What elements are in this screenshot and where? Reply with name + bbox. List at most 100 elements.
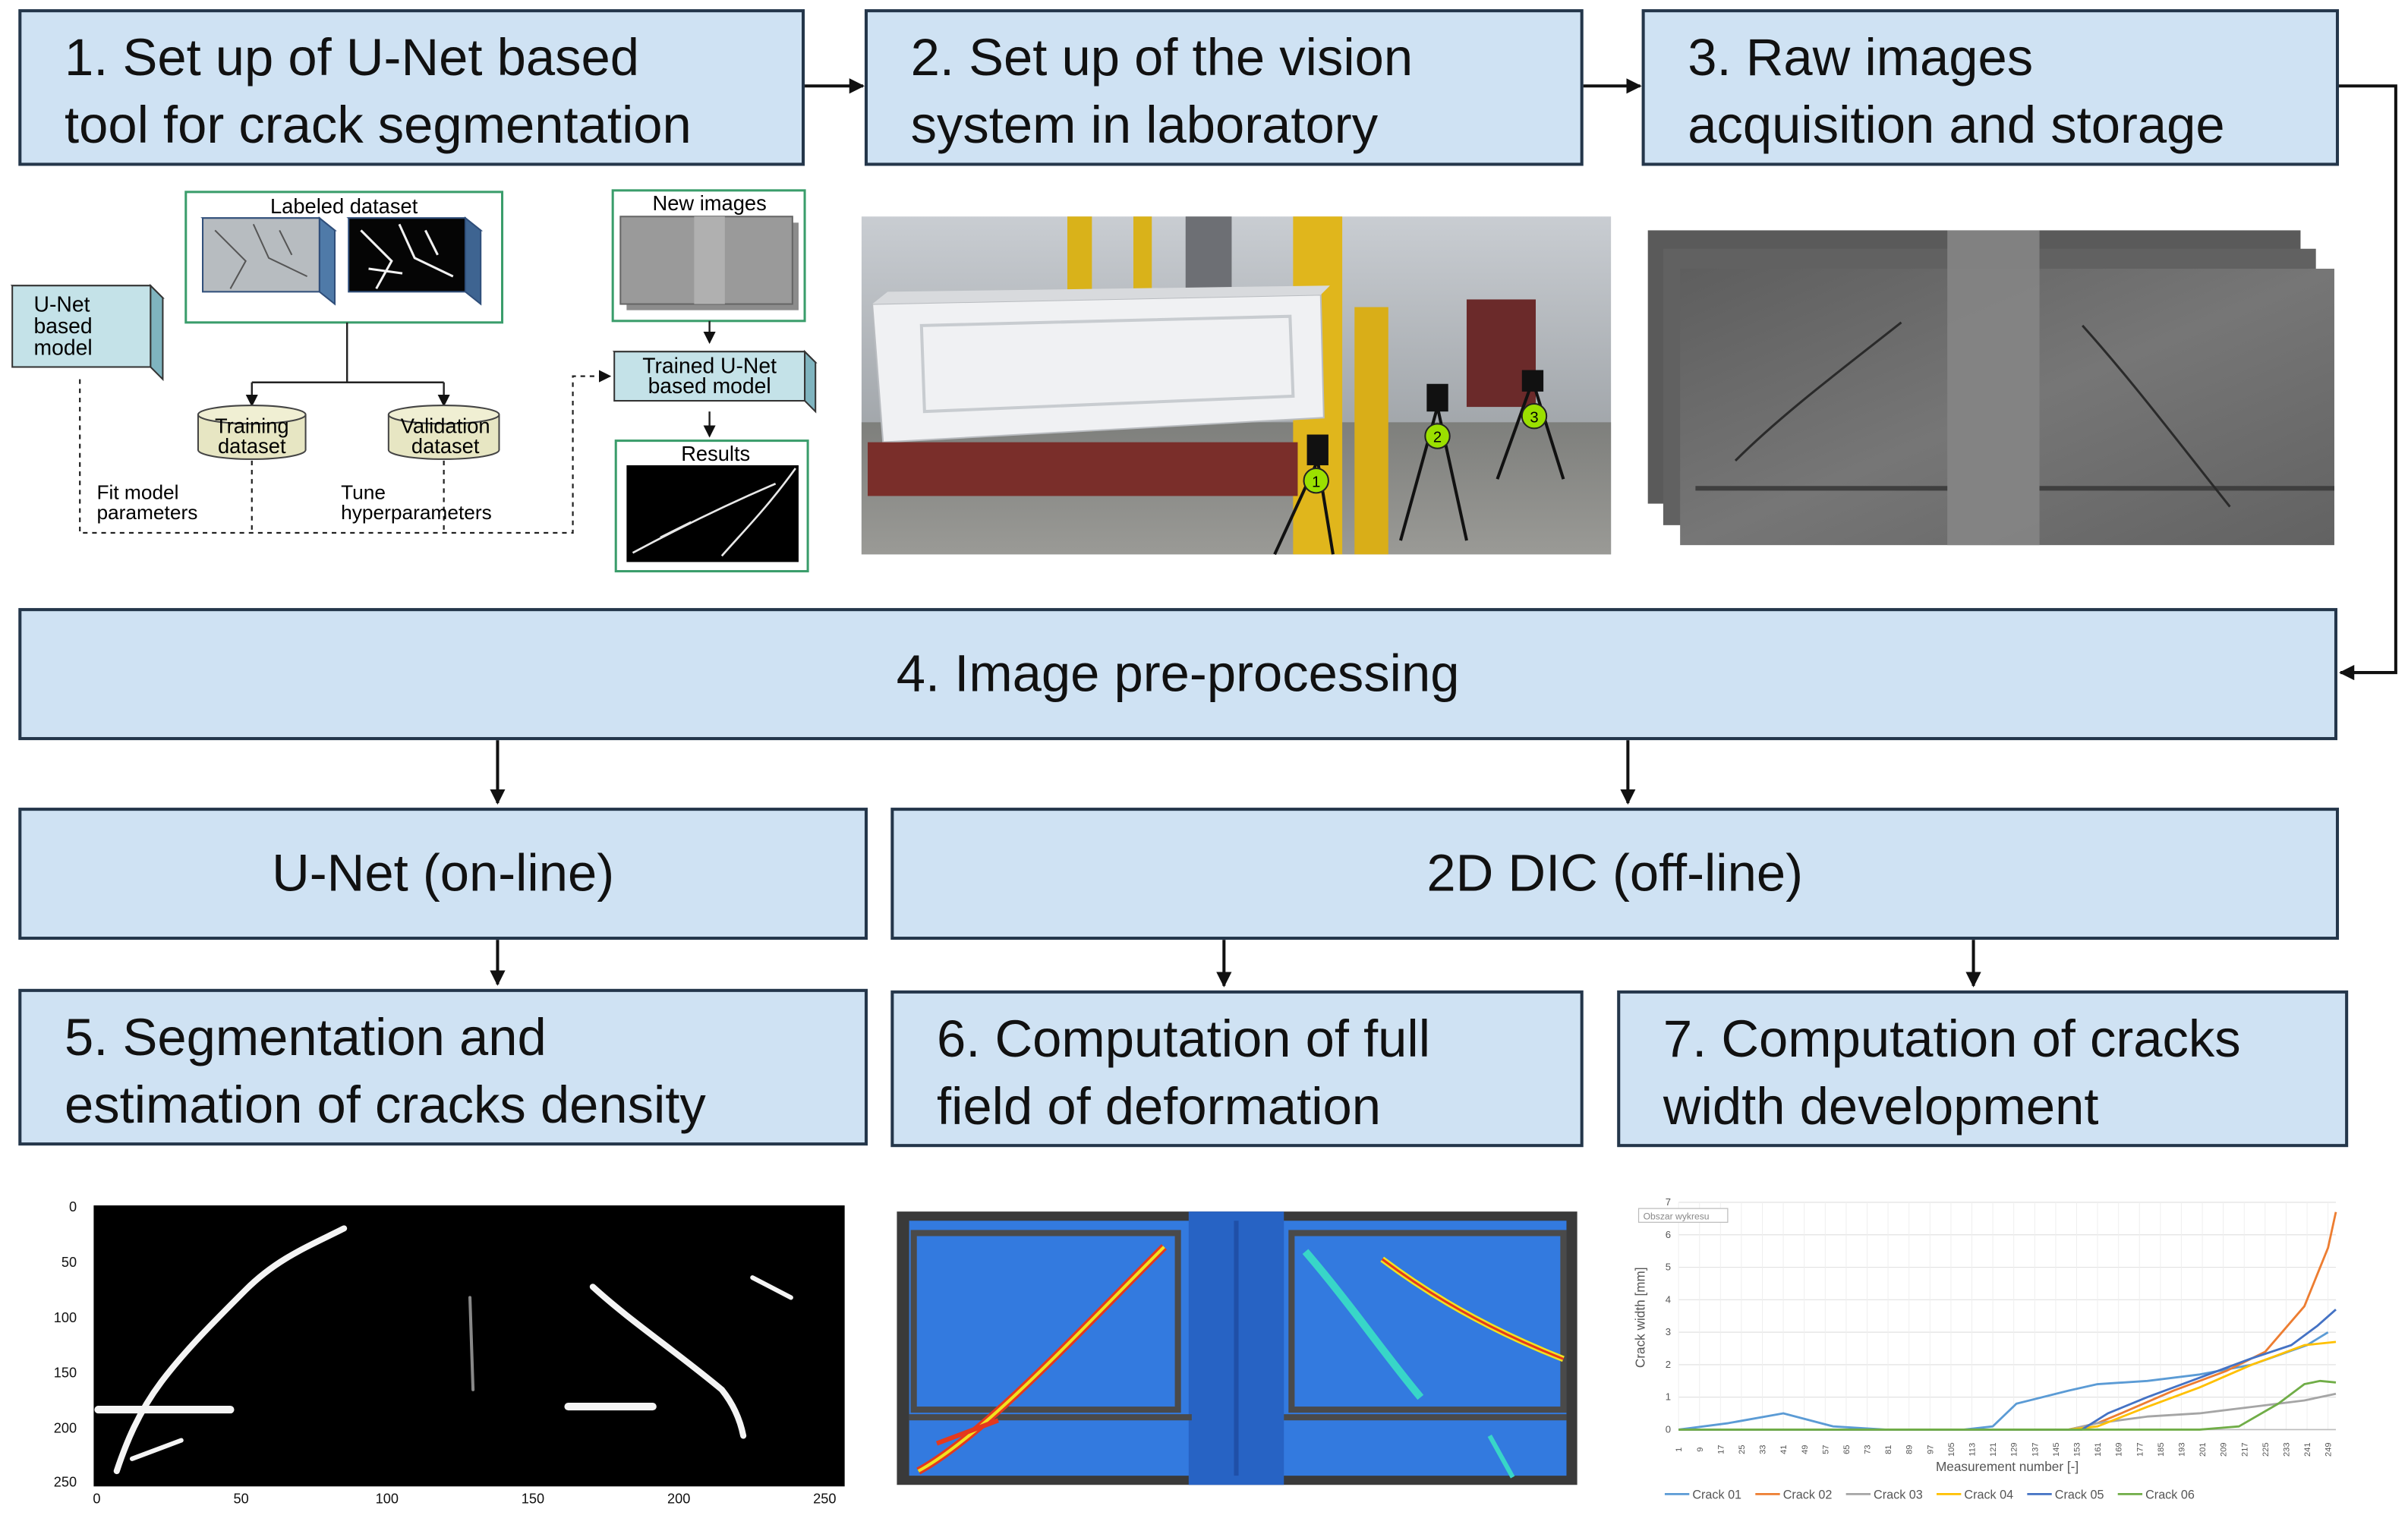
training-label-1: Training	[215, 414, 289, 437]
legend-label-2: Crack 02	[1783, 1488, 1833, 1501]
chart-series-lines	[1678, 1211, 2337, 1431]
legend-label-3: Crack 03	[1874, 1488, 1923, 1501]
chart-x-tick: 113	[1968, 1443, 1978, 1457]
step-4-title: 4. Image pre-processing	[896, 644, 1460, 704]
legend-label-1: Crack 01	[1692, 1488, 1741, 1501]
tune-label-2: hyperparameters	[341, 501, 492, 524]
chart-y-tick: 4	[1666, 1293, 1671, 1305]
chart-y-ticks: 0 1 2 3 4 5 6 7	[1666, 1196, 1671, 1435]
chart-y-tick: 1	[1666, 1391, 1671, 1403]
unet-tool-diagram: U-Net based model Labeled dataset	[10, 189, 818, 573]
camera-marker-3: 3	[1521, 403, 1548, 430]
chart-area-tag-label: Obszar wykresu	[1644, 1211, 1710, 1221]
labeled-dataset-label: Labeled dataset	[270, 194, 418, 218]
fit-label-1: Fit model	[96, 480, 178, 503]
step-1-box: 1. Set up of U-Net based tool for crack …	[18, 9, 805, 166]
chart-y-tick: 7	[1666, 1196, 1671, 1208]
chart-x-tick: 225	[2261, 1442, 2271, 1457]
camera-marker-1: 1	[1303, 468, 1329, 494]
lab-setup-photo: 1 2 3	[861, 216, 1612, 556]
trained-label-2: based model	[648, 374, 771, 399]
camera-number-2: 2	[1433, 430, 1442, 446]
chart-x-tick: 217	[2240, 1442, 2249, 1457]
chart-x-tick: 137	[2031, 1442, 2040, 1457]
chart-y-tick: 5	[1666, 1262, 1671, 1273]
chart-series-6	[1678, 1379, 2337, 1431]
chart-area-tag	[1637, 1208, 1729, 1223]
camera-marker-2: 2	[1424, 423, 1451, 449]
chart-x-tick: 185	[2157, 1442, 2166, 1457]
seg-x-tick-100: 100	[376, 1492, 399, 1507]
chart-x-axis-label: Measurement number [-]	[1936, 1459, 2079, 1474]
model-label-1: U-Net	[34, 293, 90, 317]
chart-series-5	[1678, 1309, 2337, 1431]
validation-dataset-cylinder: Validation dataset	[387, 405, 500, 460]
chart-x-tick: 249	[2324, 1442, 2334, 1457]
chart-plot-area	[1678, 1202, 2336, 1430]
chart-x-tick: 9	[1696, 1448, 1705, 1452]
seg-x-tick-0: 0	[93, 1492, 100, 1507]
step-6-box: 6. Computation of full field of deformat…	[890, 990, 1584, 1148]
chart-x-tick: 241	[2303, 1442, 2312, 1457]
chart-x-tick: 73	[1864, 1445, 1873, 1454]
unet-online-box: U-Net (on-line)	[18, 808, 868, 940]
step-5-title: 5. Segmentation and estimation of cracks…	[64, 1009, 706, 1135]
dashed-feedback-lines	[79, 370, 612, 534]
seg-y-tick-250: 250	[54, 1474, 77, 1489]
chart-x-tick: 153	[2073, 1442, 2082, 1457]
chart-x-tick: 89	[1905, 1445, 1915, 1454]
chart-x-tick: 97	[1926, 1445, 1935, 1454]
chart-grid	[1678, 1202, 2336, 1431]
chart-x-tick: 17	[1716, 1445, 1726, 1454]
chart-x-tick: 145	[2052, 1442, 2061, 1457]
seg-y-tick-150: 150	[54, 1366, 77, 1381]
chart-x-tick: 41	[1779, 1445, 1789, 1454]
flow-arrows	[490, 78, 2397, 988]
unet-online-title: U-Net (on-line)	[272, 844, 615, 903]
chart-y-tick: 6	[1666, 1229, 1671, 1240]
tune-label-1: Tune	[341, 480, 386, 503]
step-7-title: 7. Computation of cracks width developme…	[1663, 1010, 2241, 1137]
step-4-box: 4. Image pre-processing	[18, 608, 2338, 741]
training-label-2: dataset	[218, 434, 286, 458]
step-6-title: 6. Computation of full field of deformat…	[937, 1010, 1431, 1137]
seg-y-tick-50: 50	[61, 1255, 77, 1270]
chart-x-tick: 129	[2010, 1442, 2019, 1457]
step-2-title: 2. Set up of the vision system in labora…	[910, 29, 1414, 156]
fit-label-2: parameters	[96, 501, 197, 524]
results-label: Results	[681, 442, 750, 465]
arrow-3-4	[2337, 84, 2397, 681]
trained-label-1: Trained U-Net	[642, 354, 777, 379]
chart-x-tick: 33	[1759, 1445, 1768, 1454]
step-7-box: 7. Computation of cracks width developme…	[1617, 990, 2349, 1148]
validation-label-1: Validation	[401, 414, 490, 437]
chart-y-axis-label: Crack width [mm]	[1633, 1267, 1648, 1368]
chart-x-tick: 121	[1989, 1442, 1998, 1457]
chart-x-tick: 1	[1675, 1448, 1684, 1452]
segmentation-plot: 0 50 100 150 200 250 0 50 100 150 200 25…	[54, 1199, 845, 1507]
chart-x-tick: 193	[2178, 1442, 2187, 1457]
chart-x-tick: 233	[2282, 1442, 2291, 1457]
seg-x-tick-250: 250	[813, 1492, 836, 1507]
step-5-box: 5. Segmentation and estimation of cracks…	[18, 988, 868, 1146]
legend-label-4: Crack 04	[1964, 1488, 2013, 1501]
chart-x-tick: 201	[2198, 1442, 2208, 1457]
step-1-title: 1. Set up of U-Net based tool for crack …	[64, 29, 692, 156]
step-3-title: 3. Raw images acquisition and storage	[1688, 29, 2225, 156]
seg-y-tick-0: 0	[69, 1199, 77, 1214]
camera-number-1: 1	[1312, 474, 1320, 490]
dic-offline-box: 2D DIC (off-line)	[890, 808, 2340, 940]
labeled-image-cube	[200, 216, 337, 306]
unet-model-box: U-Net based model	[10, 283, 165, 382]
seg-x-tick-50: 50	[233, 1492, 248, 1507]
model-label-3: model	[34, 335, 93, 360]
seg-x-tick-150: 150	[522, 1492, 544, 1507]
chart-y-tick: 2	[1666, 1359, 1671, 1370]
chart-y-tick: 3	[1666, 1326, 1671, 1337]
dic-offline-title: 2D DIC (off-line)	[1426, 844, 1804, 903]
chart-y-tick: 0	[1666, 1423, 1671, 1435]
